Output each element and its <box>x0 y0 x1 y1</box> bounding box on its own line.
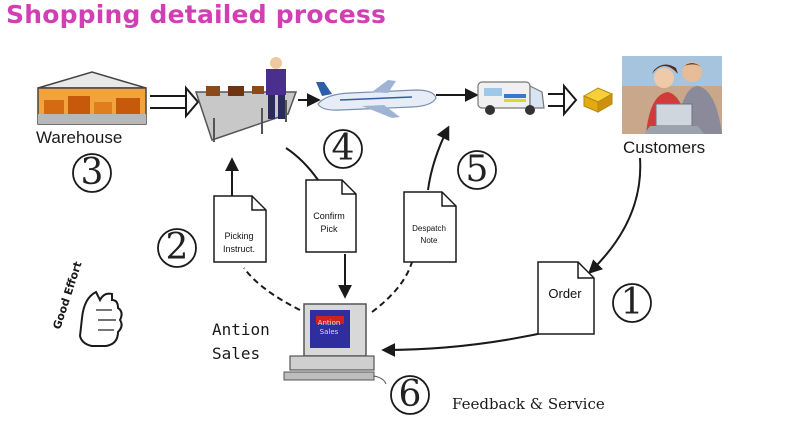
thumbs-up-icon: Good Effort <box>50 260 123 347</box>
document-icon <box>213 195 267 263</box>
despatch-doc-label-line2: Note <box>420 236 438 245</box>
step-number-5: 5 <box>465 149 489 190</box>
feedback-label: Feedback & Service <box>452 395 605 413</box>
conveyor-worker-icon <box>194 57 298 142</box>
step-number-3: 3 <box>80 152 104 193</box>
step-number-6: 6 <box>398 374 422 415</box>
picking-doc-label-line1: Picking <box>224 231 254 241</box>
flow-arrow-despatch-to-shipping <box>427 125 450 191</box>
step-circle-1 <box>612 283 652 323</box>
flow-arrow-packing-to-confirm <box>285 147 319 181</box>
document-icon <box>403 191 457 263</box>
sales-label-line2: Sales <box>212 344 261 363</box>
computer-icon <box>283 303 387 385</box>
document-icon <box>305 179 357 253</box>
step-number-2: 2 <box>165 227 189 268</box>
computer-screen-text-line2: Sales <box>319 328 339 336</box>
flow-arrow-customers-to-order <box>587 157 642 274</box>
document-icon <box>537 261 595 335</box>
flow-arrow-van-to-parcel <box>548 83 578 117</box>
flow-arrow-sales-to-picking <box>243 267 301 311</box>
page-title: Shopping detailed process <box>6 0 387 29</box>
parcel-icon <box>582 87 614 113</box>
step-circle-3 <box>72 153 112 193</box>
customers-photo <box>622 56 722 134</box>
confirm-doc-label-line2: Pick <box>320 224 338 234</box>
logo-text: Good Effort <box>50 260 84 331</box>
order-doc-label: Order <box>548 286 582 301</box>
step-circle-5 <box>457 150 497 190</box>
step-circle-6 <box>390 375 430 415</box>
airplane-icon <box>316 80 437 118</box>
step-number-1: 1 <box>620 282 644 323</box>
warehouse-icon <box>37 71 147 125</box>
picking-doc-label-line2: Instruct. <box>222 244 255 254</box>
despatch-doc-label-line1: Despatch <box>412 224 446 233</box>
van-icon <box>477 81 545 115</box>
sales-label-line1: Antion <box>212 320 270 339</box>
flow-arrow-warehouse-to-packing <box>150 85 200 119</box>
flow-arrow-order-to-sales <box>381 329 557 357</box>
warehouse-label: Warehouse <box>36 128 123 147</box>
customers-label: Customers <box>623 138 706 157</box>
flow-arrow-sales-to-despatch <box>371 261 413 313</box>
computer-screen-text-line1: Antion <box>317 319 341 327</box>
step-number-4: 4 <box>331 128 355 169</box>
step-circle-2 <box>157 228 197 268</box>
confirm-doc-label-line1: Confirm <box>313 211 345 221</box>
step-circle-4 <box>323 129 363 169</box>
